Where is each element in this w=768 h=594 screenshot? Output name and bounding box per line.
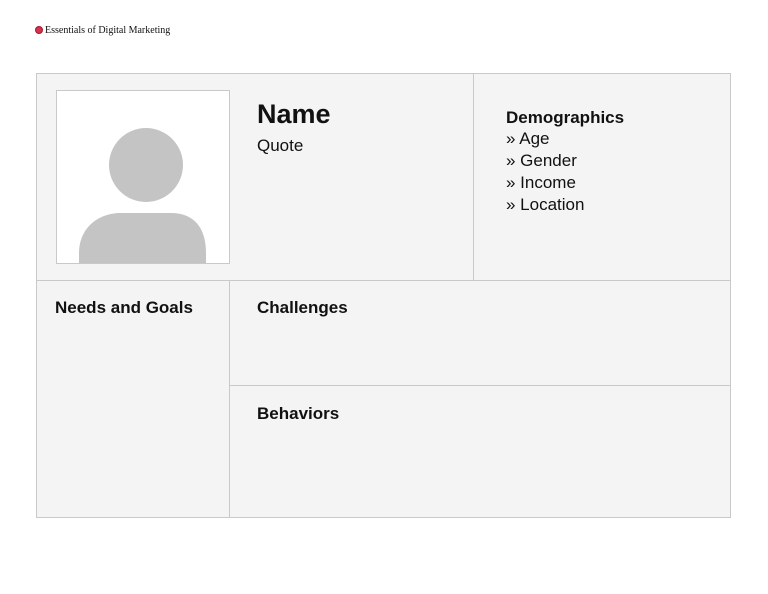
red-dot-logo-icon [35, 26, 43, 34]
demographic-item-location: » Location [506, 195, 585, 214]
demographics-list: » Age » Gender » Income » Location [506, 128, 624, 216]
divider [229, 385, 730, 386]
divider [473, 74, 474, 280]
person-placeholder-icon [79, 128, 206, 263]
behaviors-title: Behaviors [257, 404, 340, 423]
demographic-item-age: » Age [506, 129, 550, 148]
demographics-section: Demographics » Age » Gender » Income » L… [506, 108, 624, 216]
persona-name: Name [257, 99, 331, 129]
demographic-item-income: » Income [506, 173, 576, 192]
divider [37, 280, 730, 281]
needs-goals-title: Needs and Goals [55, 298, 193, 317]
persona-quote: Quote [257, 136, 304, 155]
demographics-title: Demographics [506, 108, 625, 127]
divider [229, 280, 230, 517]
challenges-title: Challenges [257, 298, 348, 317]
brand-title: Essentials of Digital Marketing [45, 24, 171, 36]
persona-photo-placeholder [56, 90, 230, 264]
persona-card: Name Quote Demographics » Age » Gender »… [36, 73, 731, 518]
header: Essentials of Digital Marketing [35, 24, 170, 36]
demographic-item-gender: » Gender [506, 151, 577, 170]
